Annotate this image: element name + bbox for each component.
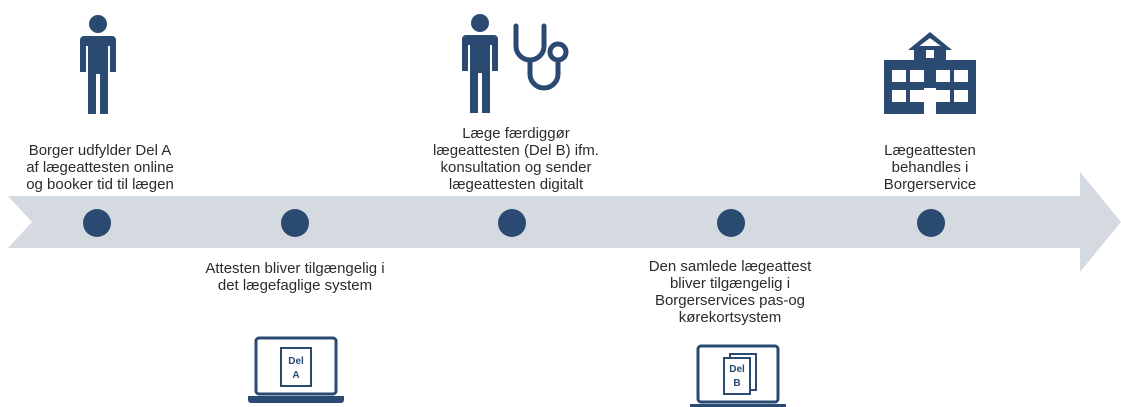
step-2-label: Attesten bliver tilgængelig i det lægefa… [205, 260, 385, 294]
step-3-label: Læge færdiggør lægeattesten (Del B) ifm.… [433, 125, 599, 193]
step-1-dot [83, 209, 111, 237]
step-1-label: Borger udfylder Del A af lægeattesten on… [26, 142, 174, 193]
doc-b-label: Del [729, 364, 745, 375]
step-5-label: Lægeattesten behandles i Borgerservice [883, 142, 977, 193]
doc-a-label: Del [288, 356, 304, 367]
svg-text:B: B [733, 378, 740, 389]
step-4-label: Den samlede lægeattest bliver tilgængeli… [648, 258, 812, 326]
step-2-dot [281, 209, 309, 237]
svg-text:A: A [292, 370, 299, 381]
laptop-documents-icon: Del B [690, 344, 786, 407]
person-icon [80, 15, 116, 114]
doctor-stethoscope-icon [462, 14, 569, 113]
step-5-dot [917, 209, 945, 237]
step-3-dot [498, 209, 526, 237]
step-4-dot [717, 209, 745, 237]
laptop-icon: Del A [248, 336, 344, 403]
building-icon [884, 32, 976, 114]
